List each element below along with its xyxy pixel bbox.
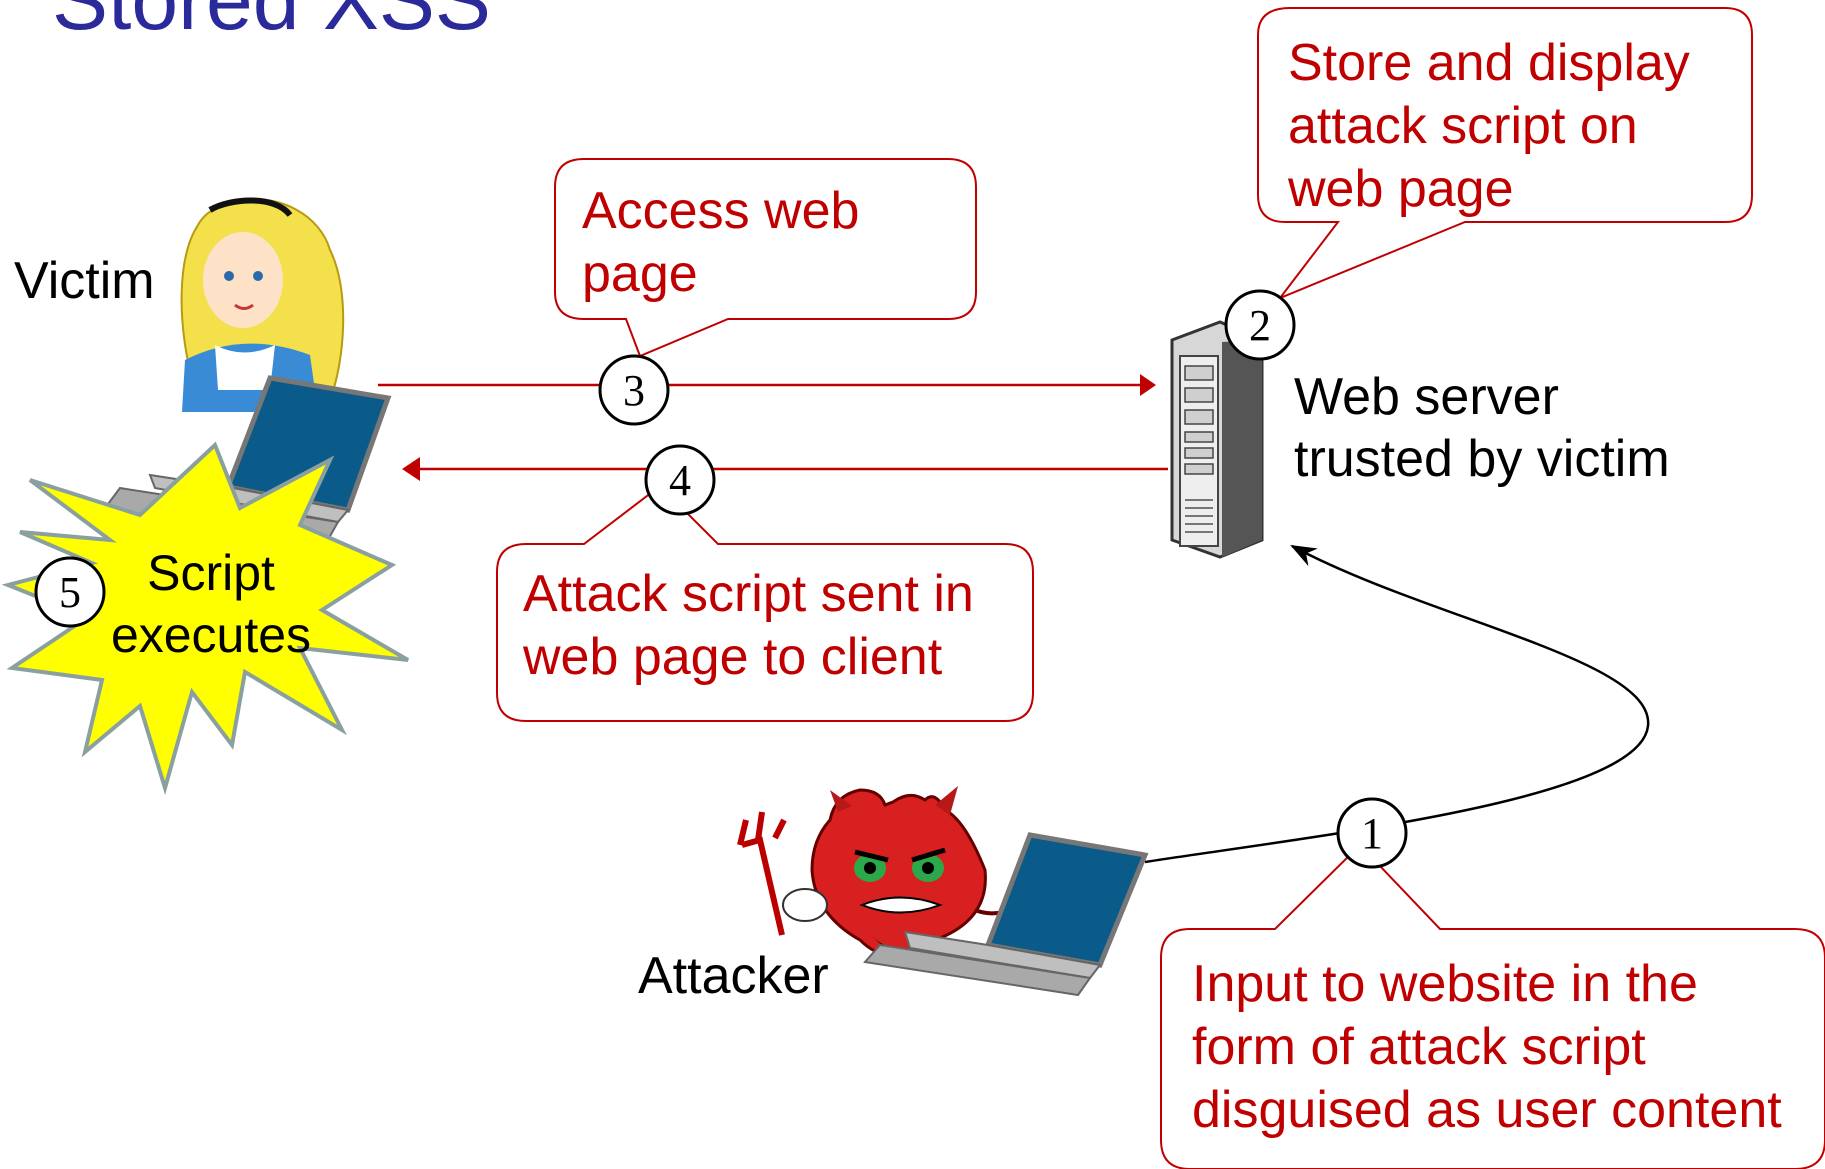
svg-text:4: 4 (669, 456, 691, 505)
attacker-label: Attacker (638, 947, 829, 1005)
script-burst (1, 441, 410, 796)
svg-text:3: 3 (623, 366, 645, 415)
step-circle-5: 5 (34, 556, 106, 628)
step-circle-1: 1 (1336, 797, 1408, 869)
svg-text:2: 2 (1249, 301, 1271, 350)
laptop-icon (863, 832, 1149, 997)
callout-step-2 (1257, 7, 1753, 301)
step-circle-3: 3 (598, 354, 670, 426)
step-5-description: Script executes (110, 545, 312, 663)
svg-text:1: 1 (1361, 809, 1383, 858)
arrow-attacker-to-server (1144, 544, 1650, 864)
server-label: Web server trusted by victim (1294, 368, 1670, 488)
svg-text:5: 5 (59, 568, 81, 617)
step-1-description: Input to website in the form of attack s… (1192, 955, 1782, 1139)
step-circle-4: 4 (644, 444, 716, 516)
step-2-description: Store and display attack script on web p… (1288, 34, 1690, 218)
callout-step-3 (554, 158, 977, 358)
victim-girl-icon (180, 197, 345, 412)
victim-label: Victim (14, 252, 155, 310)
step-circle-2: 2 (1224, 289, 1296, 361)
arrowhead-access (1140, 374, 1156, 396)
server-tower-icon (1170, 320, 1264, 559)
callout-step-4 (496, 484, 1034, 722)
arrowhead-response (402, 457, 420, 481)
devil-icon (737, 786, 1038, 965)
step-4-description: Attack script sent in web page to client (523, 565, 974, 686)
page-title: Stored XSS (52, 0, 491, 47)
step-3-description: Access web page (582, 182, 860, 303)
